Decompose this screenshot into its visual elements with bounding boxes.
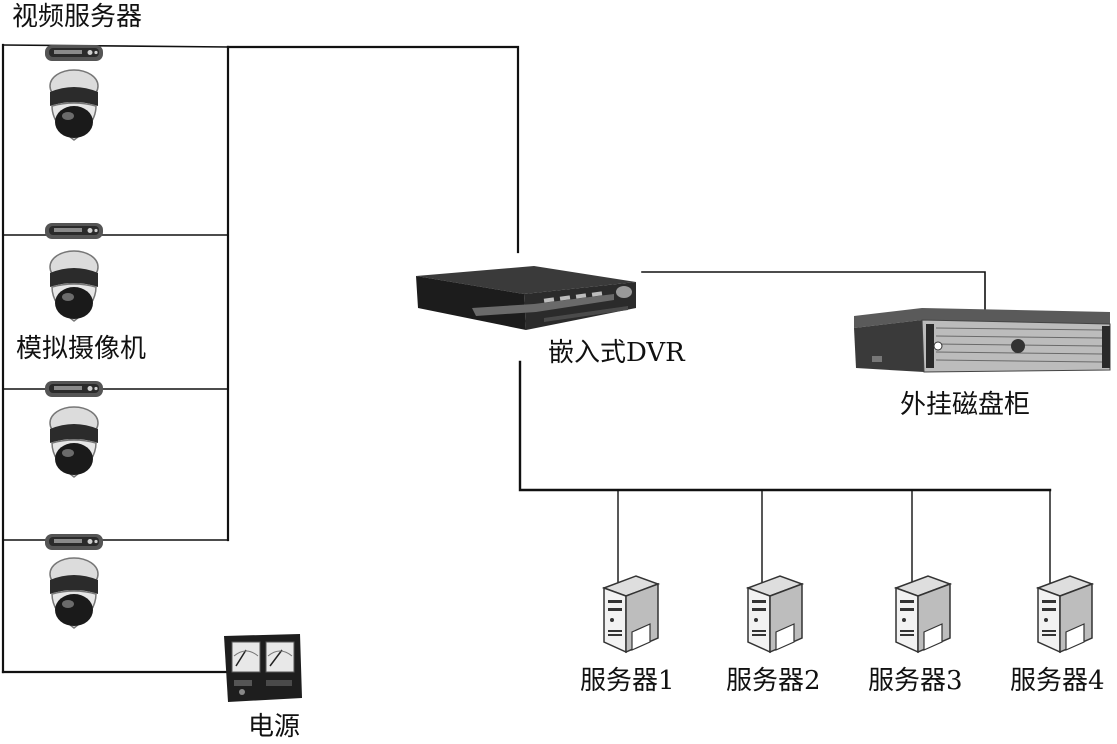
dvr-device-icon [416,266,636,330]
server-trunk [518,360,1052,492]
dome-camera-icon-2 [49,250,99,322]
analog-camera-label: 模拟摄像机 [16,334,147,364]
server-icon-1 [601,575,661,654]
dvr-uplink [226,45,520,254]
power-supply-label: 电源 [248,712,301,742]
server-icon-2 [745,575,805,654]
video-server-device-4 [45,534,103,550]
disk-array-label: 外挂磁盘柜 [900,390,1031,420]
disk-link [641,271,986,313]
power-supply-icon [224,634,302,702]
video-server-device-3 [45,381,103,397]
disk-array-icon [854,308,1111,373]
server-label-2: 服务器2 [726,666,821,696]
video-server-label: 视频服务器 [12,2,143,32]
server-label-4: 服务器4 [1010,666,1105,696]
server-label-3: 服务器3 [868,666,963,696]
embedded-dvr-label: 嵌入式DVR [548,338,685,368]
dome-camera-icon-4 [49,557,99,629]
rung-1 [2,44,229,48]
server-icon-4 [1035,575,1095,654]
video-server-device-2 [45,223,103,239]
dome-camera-icon-1 [49,69,99,141]
dome-camera-icon-3 [49,406,99,478]
video-server-device-1 [45,45,103,61]
server-icon-3 [893,575,953,654]
server-label-1: 服务器1 [580,666,675,696]
